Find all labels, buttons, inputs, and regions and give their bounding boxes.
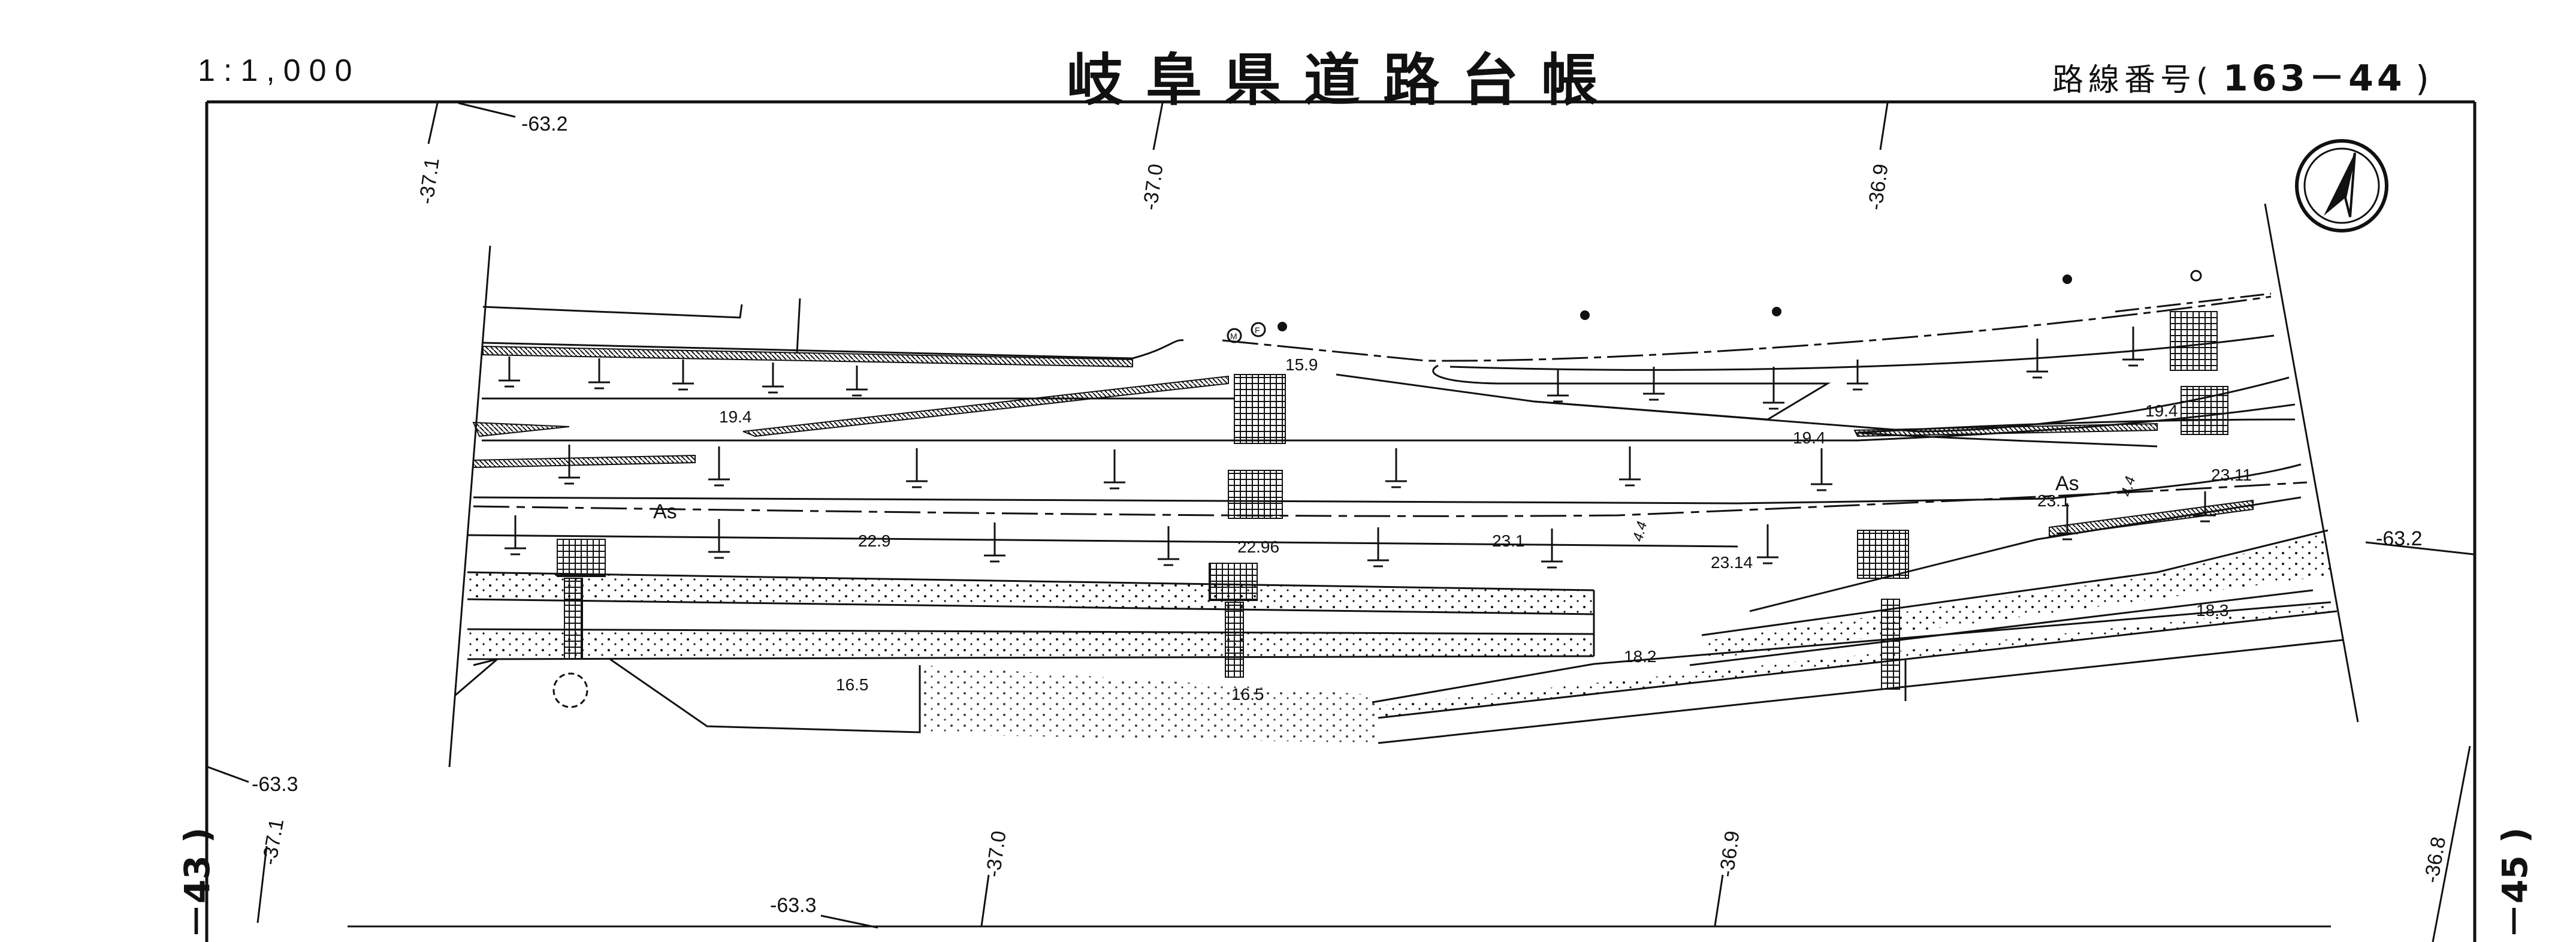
- width-label: 19.4: [1793, 428, 1826, 447]
- coord-label: -63.2: [2376, 527, 2423, 550]
- route-number: 路線番号( 163－44 ): [2052, 49, 2429, 101]
- manhole-icon: M: [1227, 328, 1242, 343]
- north-arrow-icon: [2295, 139, 2388, 233]
- coord-label: -36.9: [1715, 829, 1744, 878]
- width-label: 19.4: [2145, 401, 2178, 420]
- road-lines: [455, 292, 2344, 744]
- crosswalks: [557, 311, 2228, 690]
- sidewalk-bands: [467, 533, 2337, 743]
- surface-label: As: [2055, 472, 2079, 495]
- map-scale: 1:1,000: [198, 53, 361, 88]
- coord-label: -37.1: [415, 156, 443, 206]
- marker-icon: [2190, 270, 2202, 282]
- width-label: 19.4: [719, 407, 752, 426]
- surface-label: As: [653, 500, 677, 523]
- lane-width-label: 4.4: [2118, 475, 2139, 498]
- utility-pole-icon: [1278, 274, 2072, 331]
- width-label: 22.9: [858, 532, 891, 550]
- width-label: 23.1: [2037, 491, 2070, 510]
- route-number-label: 路線番号(: [2052, 62, 2213, 98]
- surface-labels: As As: [653, 472, 2079, 523]
- width-label: 23.14: [1711, 553, 1753, 572]
- lane-width-label: 4.4: [1630, 520, 1651, 543]
- road-width-labels: 15.9 19.4 19.4 19.4 22.9 22.96 23.1 23.1…: [719, 355, 2252, 704]
- svg-text:F: F: [1255, 325, 1260, 335]
- width-label: 15.9: [1285, 355, 1318, 374]
- width-label: 23.11: [2211, 466, 2252, 484]
- coord-label: -63.3: [252, 773, 298, 796]
- width-label: 23.1: [1492, 532, 1525, 550]
- coord-label: -63.3: [770, 894, 817, 917]
- svg-text:M: M: [1230, 331, 1237, 341]
- coordinate-ticks: [207, 102, 2474, 942]
- coord-label: -63.2: [521, 113, 568, 135]
- width-label: 22.96: [1237, 538, 1279, 556]
- route-number-value: 163－44: [2222, 58, 2406, 99]
- sheet-frame: [205, 100, 2477, 942]
- road-signs: [499, 327, 2216, 569]
- width-label: 16.5: [1231, 685, 1264, 704]
- coord-label: -37.1: [258, 817, 288, 866]
- tree-icon: [552, 672, 588, 708]
- width-label: 18.3: [2196, 601, 2229, 620]
- fire-hydrant-icon: F: [1251, 322, 1266, 337]
- width-label: 16.5: [836, 675, 869, 694]
- coord-label: -37.0: [982, 829, 1010, 878]
- width-label: 18.2: [1624, 647, 1657, 666]
- coord-label: -37.0: [1138, 162, 1167, 212]
- median-strips: [472, 345, 2254, 538]
- coord-label: -36.9: [1864, 162, 1892, 212]
- route-number-close: ): [2415, 58, 2429, 99]
- plan-extent: [448, 203, 2359, 768]
- coordinate-labels: -63.2 -37.1 -37.0 -36.9 -63.2 -36.8 -63.…: [252, 113, 2450, 917]
